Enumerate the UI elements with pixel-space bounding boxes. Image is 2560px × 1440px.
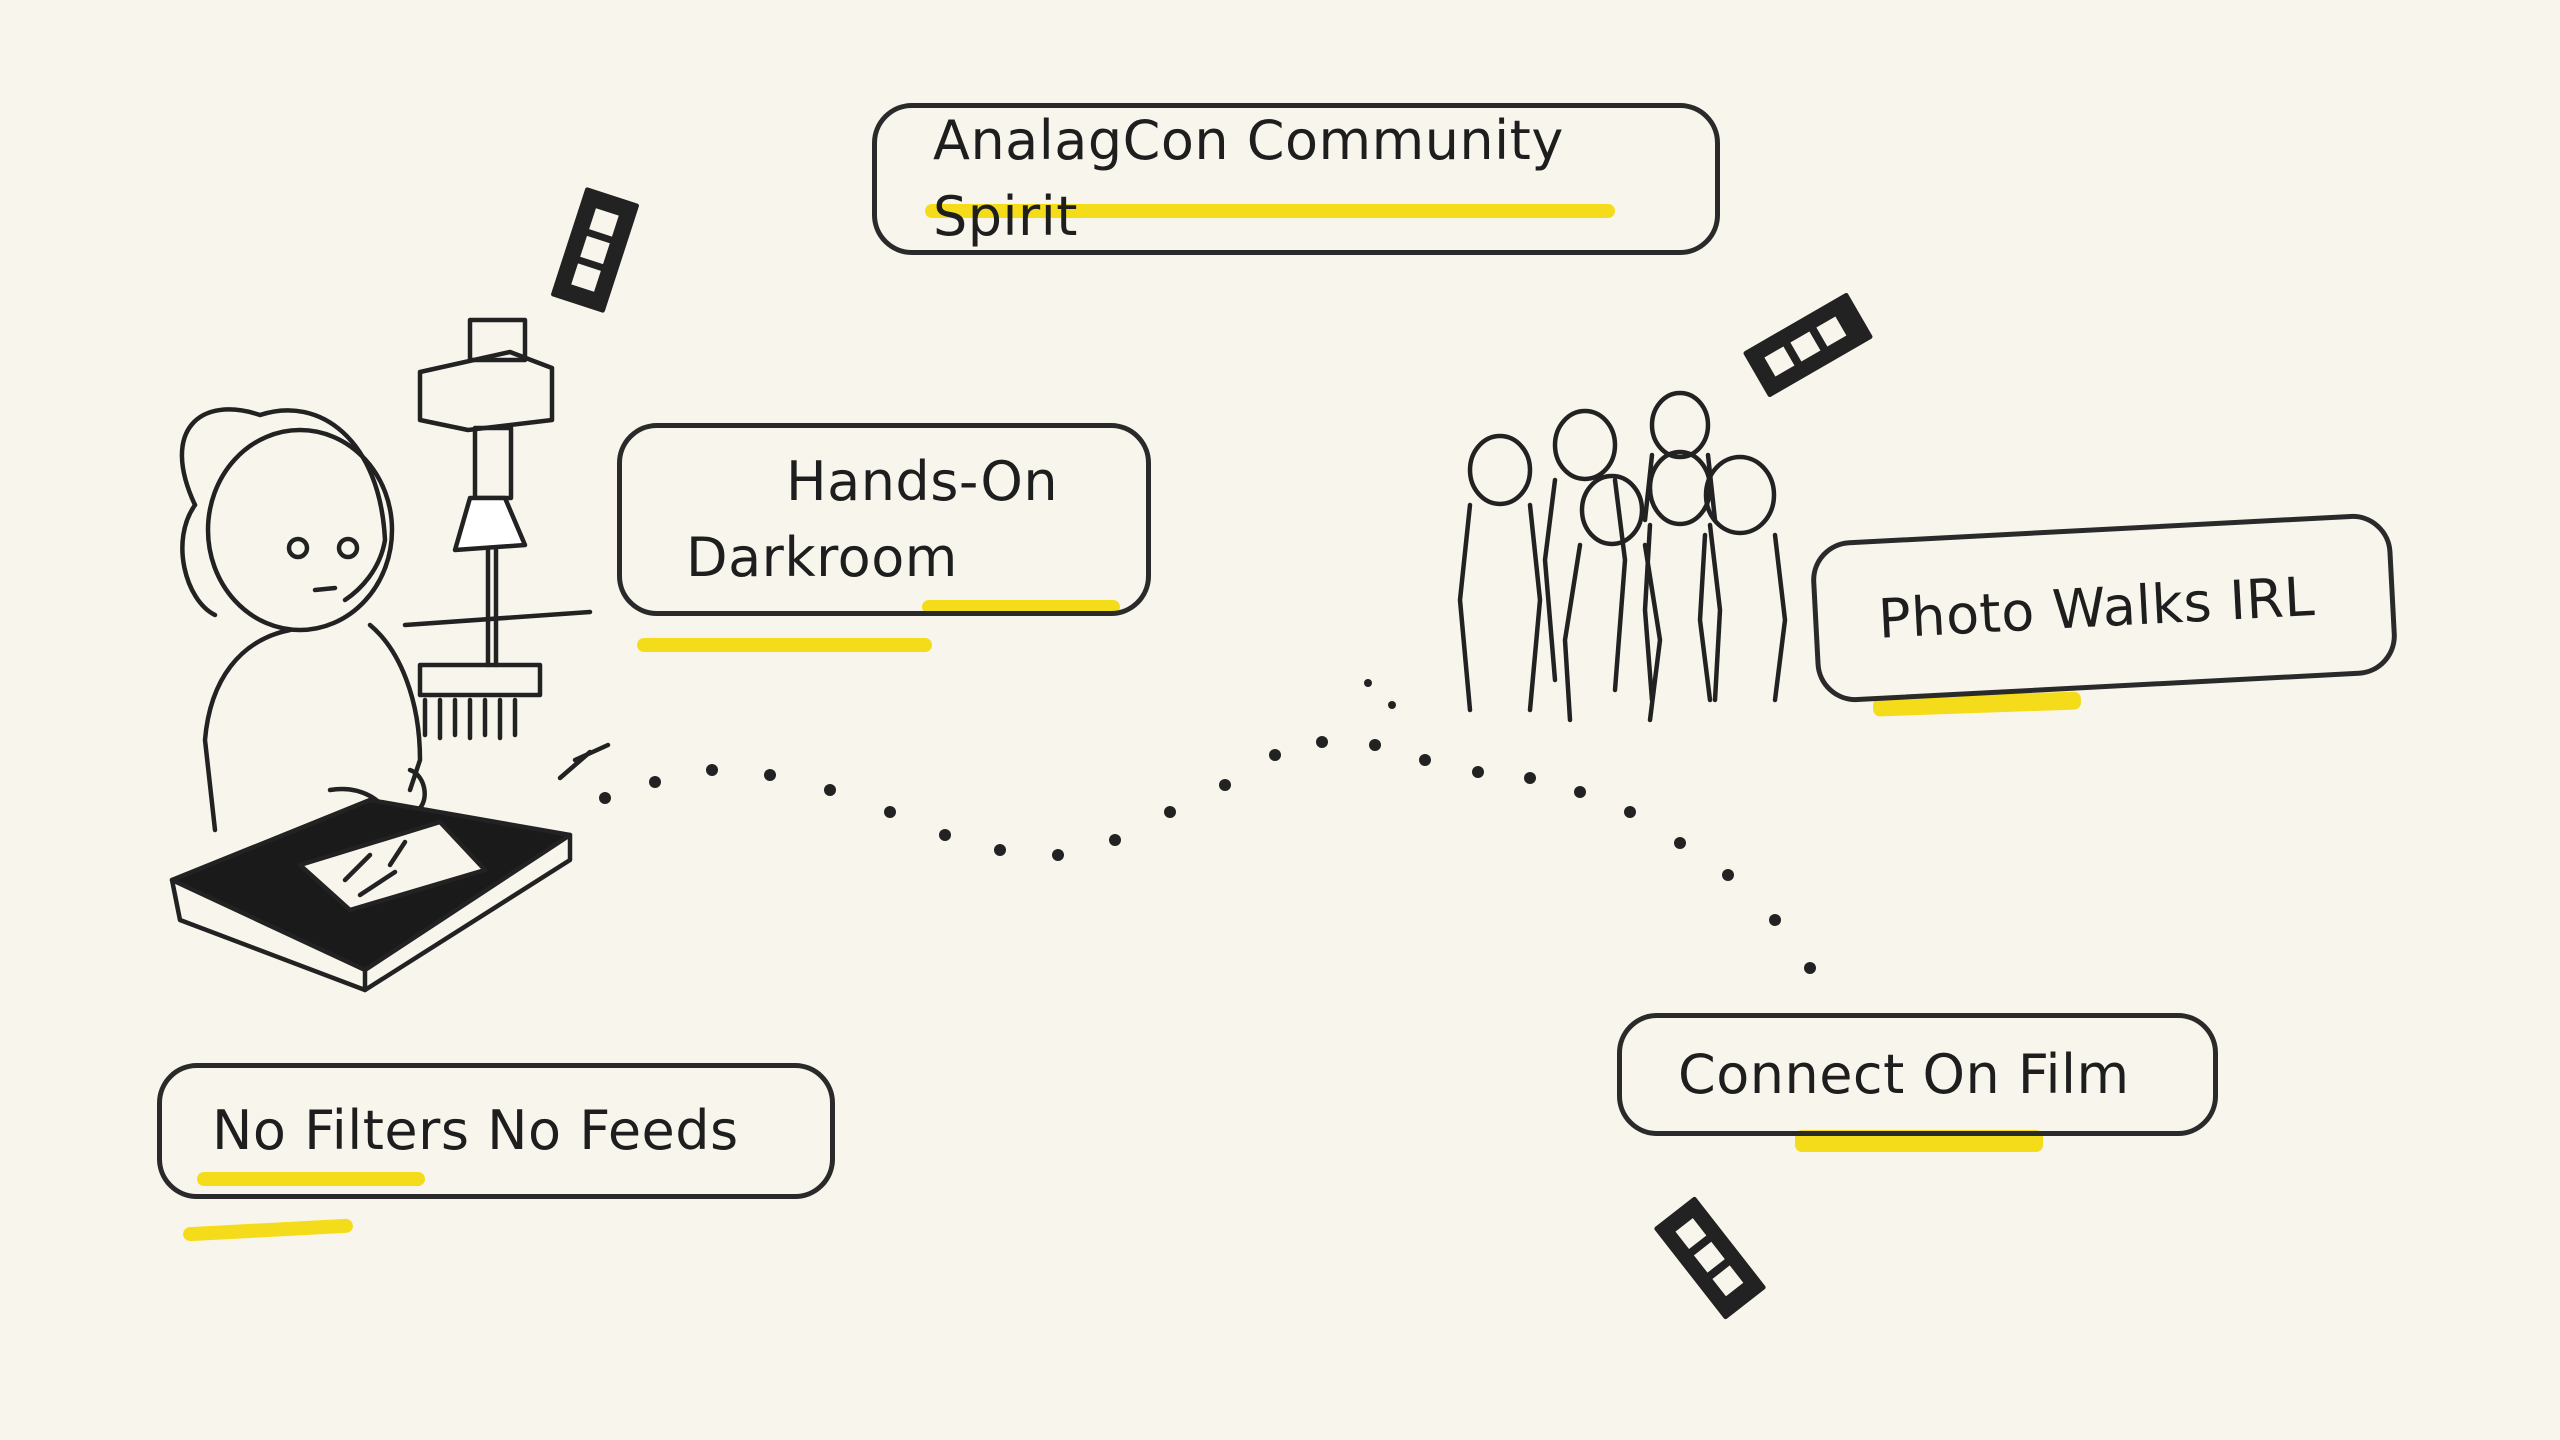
darkroom-box: Hands-On Darkroom [617, 423, 1151, 616]
title-box: AnalagCon Community Spirit [872, 103, 1720, 255]
connect-label: Connect On Film [1678, 1042, 2130, 1106]
enlarger-icon [417, 317, 555, 741]
person-icon [179, 407, 427, 833]
diagram-title: AnalagCon Community Spirit [933, 109, 1564, 248]
no-filters-label: No Filters No Feeds [212, 1099, 739, 1163]
dotted-path [599, 679, 1816, 974]
title-highlight [925, 204, 1615, 218]
developing-tray-icon [169, 797, 573, 993]
filters-highlight-1 [197, 1172, 425, 1186]
film-strip-icon [551, 187, 639, 313]
tweezers-icon [557, 742, 611, 781]
film-strip-icon [1654, 1196, 1766, 1320]
table-edge [402, 609, 593, 628]
group-of-people-icon [1457, 390, 1788, 723]
film-strip-icon [1743, 292, 1873, 398]
darkroom-highlight-1 [637, 638, 932, 652]
no-filters-box: No Filters No Feeds [157, 1063, 835, 1199]
darkroom-label-line2: Darkroom [686, 525, 958, 589]
darkroom-label-line1: Hands-On [786, 449, 1059, 513]
darkroom-highlight-2 [922, 600, 1120, 614]
connect-box: Connect On Film [1617, 1013, 2218, 1136]
